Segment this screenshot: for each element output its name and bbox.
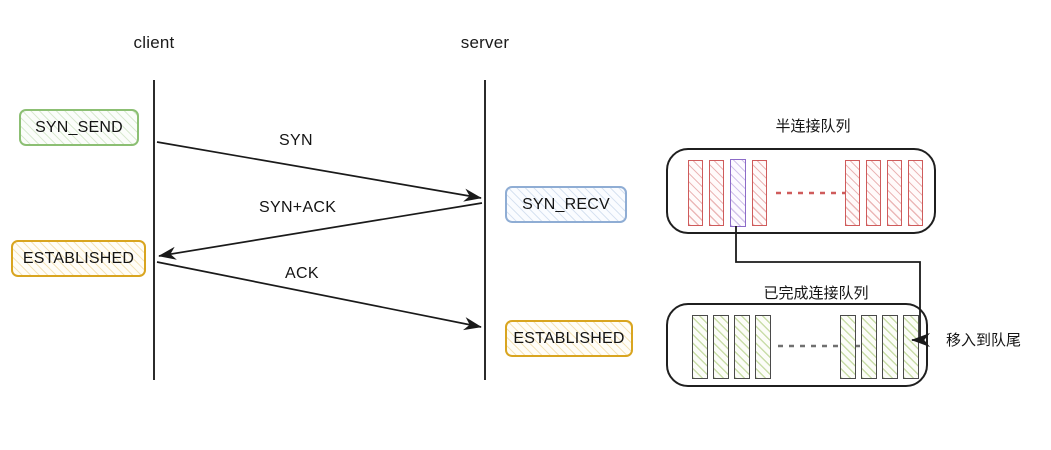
queue-slot-accept-3[interactable]: [734, 315, 750, 379]
state-label-client-syn-send: SYN_SEND: [35, 118, 123, 136]
lifeline-client: [153, 80, 155, 380]
queue-slot-accept-6[interactable]: [861, 315, 877, 379]
queue-slot-half-open-4[interactable]: [752, 160, 767, 226]
queue-separator-half-open: [776, 191, 864, 195]
queue-slot-accept-4[interactable]: [755, 315, 771, 379]
lifeline-label-client: client: [133, 33, 175, 52]
queue-slot-accept-2[interactable]: [713, 315, 729, 379]
state-label-client-established: ESTABLISHED: [22, 249, 135, 267]
queue-slot-half-open-1[interactable]: [688, 160, 703, 226]
queue-slot-accept-7[interactable]: [882, 315, 898, 379]
queue-slot-half-open-8[interactable]: [908, 160, 923, 226]
queue-title-accept: 已完成连接队列: [763, 285, 869, 302]
queue-separator-accept: [778, 344, 864, 348]
queue-slot-half-open-7[interactable]: [887, 160, 902, 226]
queue-transfer-arrow: [735, 226, 930, 348]
state-box-client-syn-send[interactable]: SYN_SEND: [19, 109, 139, 146]
arrow-syn: [156, 141, 482, 202]
state-box-server-established[interactable]: ESTABLISHED: [505, 320, 633, 357]
lifeline-server: [484, 80, 486, 380]
state-box-client-established[interactable]: ESTABLISHED: [11, 240, 146, 277]
message-label-syn-ack: SYN+ACK: [259, 199, 337, 216]
state-box-server-syn-recv[interactable]: SYN_RECV: [505, 186, 627, 223]
state-label-server-syn-recv: SYN_RECV: [522, 195, 610, 213]
annotation-move-to-tail: 移入到队尾: [946, 332, 1022, 349]
message-label-syn: SYN: [279, 132, 313, 149]
queue-slot-accept-1[interactable]: [692, 315, 708, 379]
queue-slot-half-open-3-highlighted[interactable]: [730, 159, 746, 227]
queue-slot-half-open-5[interactable]: [845, 160, 860, 226]
queue-slot-half-open-6[interactable]: [866, 160, 881, 226]
queue-slot-accept-5[interactable]: [840, 315, 856, 379]
message-label-ack: ACK: [285, 265, 319, 282]
queue-slot-half-open-2[interactable]: [709, 160, 724, 226]
lifeline-label-server: server: [460, 33, 510, 52]
state-label-server-established: ESTABLISHED: [513, 329, 625, 347]
queue-title-half-open: 半连接队列: [775, 118, 851, 135]
arrow-syn-ack: [158, 202, 483, 260]
queue-box-half-open[interactable]: [666, 148, 936, 234]
queue-box-accept[interactable]: [666, 303, 928, 387]
arrow-ack: [156, 261, 482, 331]
